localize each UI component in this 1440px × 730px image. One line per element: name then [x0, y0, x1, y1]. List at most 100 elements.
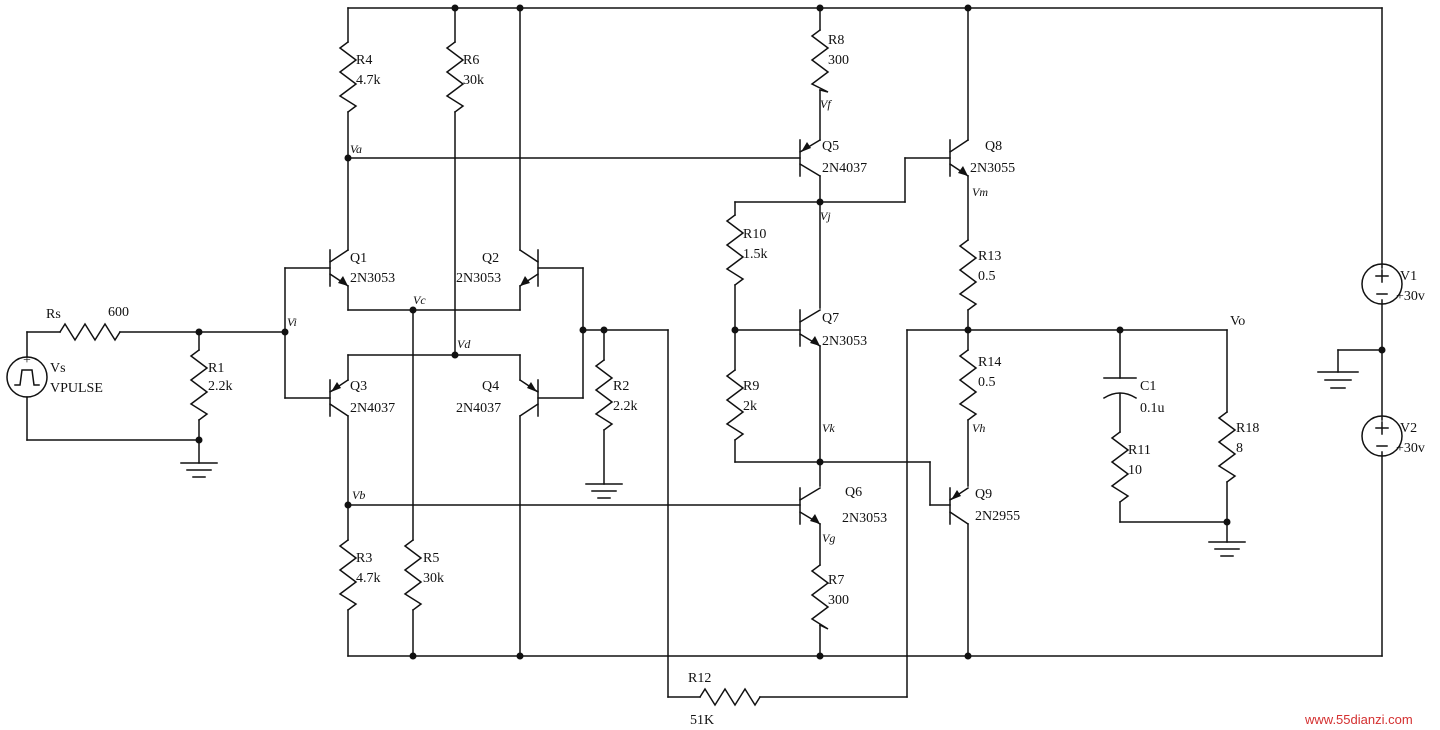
junctions: [195, 4, 1386, 660]
resistor-value: 300: [828, 53, 849, 68]
plus-sign: +: [23, 353, 31, 368]
resistor-r1: R1 2.2k: [189, 348, 233, 422]
node-label-vf: Vf: [820, 97, 832, 111]
dc-source-v2: V2 +30v: [1361, 415, 1425, 457]
transistor-label: Q3: [350, 379, 367, 394]
resistor-rs: Rs 600: [46, 305, 129, 342]
resistor-value: 1.5k: [743, 247, 768, 262]
transistor-q5: Q5 2N4037: [798, 138, 867, 178]
transistor-label: Q6: [845, 485, 862, 500]
resistor-value: 0.5: [978, 269, 996, 284]
transistor-label: Q1: [350, 251, 367, 266]
node-label-vb: Vb: [352, 488, 365, 502]
node-label-vc: Vc: [413, 293, 426, 307]
resistor-r10: R10 1.5k: [725, 213, 768, 287]
resistor-r13: R13 0.5: [958, 238, 1001, 312]
ground-icon: [585, 483, 623, 499]
ground-icon: [1208, 541, 1246, 557]
dc-source-v1: V1 +30v: [1361, 263, 1425, 305]
watermark-text: www.55dianzi.com: [1304, 712, 1413, 727]
resistor-r18: R18 8: [1217, 410, 1259, 484]
resistor-label: R12: [688, 671, 711, 686]
wires: [26, 7, 1383, 698]
transistor-q7: Q7 2N3053: [798, 308, 867, 349]
transistor-part: 2N3055: [970, 161, 1015, 176]
transistor-part: 2N3053: [822, 334, 867, 349]
node-label-vm: Vm: [972, 185, 988, 199]
source-label: Vs: [50, 361, 66, 376]
transistor-q9: Q9 2N2955: [948, 486, 1020, 526]
resistor-value: 0.5: [978, 375, 996, 390]
node-label-vd: Vd: [457, 337, 471, 351]
transistor-label: Q5: [822, 139, 839, 154]
grounds: [180, 371, 1359, 557]
transistor-label: Q2: [482, 251, 499, 266]
resistor-value: 30k: [423, 571, 444, 586]
resistor-value: 51K: [690, 713, 714, 728]
transistor-q4: Q4 2N4037: [456, 378, 540, 418]
resistor-value: 10: [1128, 463, 1142, 478]
ground-icon: [1317, 371, 1359, 389]
transistor-q1: Q1 2N3053: [328, 248, 395, 288]
resistor-value: 300: [828, 593, 849, 608]
source-value: VPULSE: [50, 381, 103, 396]
source-label: V1: [1400, 269, 1417, 284]
ground-icon: [180, 462, 218, 478]
source-value: +30v: [1396, 441, 1425, 456]
transistor-part: 2N4037: [456, 401, 501, 416]
resistor-r4: R4 4.7k: [338, 40, 381, 114]
resistor-r12: R12 51K: [688, 671, 762, 728]
resistor-value: 4.7k: [356, 73, 381, 88]
resistor-value: 8: [1236, 441, 1243, 456]
resistor-label: R11: [1128, 443, 1151, 458]
resistor-label: R14: [978, 355, 1001, 370]
transistor-part: 2N3053: [456, 271, 501, 286]
transistor-part: 2N3053: [842, 511, 887, 526]
resistor-label: R5: [423, 551, 439, 566]
resistor-r6: R6 30k: [445, 40, 484, 114]
resistor-label: R2: [613, 379, 629, 394]
node-label-vi: Vi: [287, 315, 297, 329]
resistor-r3: R3 4.7k: [338, 538, 381, 612]
transistor-q2: Q2 2N3053: [456, 248, 540, 288]
source-label: V2: [1400, 421, 1417, 436]
resistor-value: 2k: [743, 399, 757, 414]
node-label-vo: Vo: [1230, 314, 1245, 329]
resistor-label: R10: [743, 227, 766, 242]
resistor-value: 2.2k: [613, 399, 638, 414]
resistor-label: R18: [1236, 421, 1259, 436]
transistor-label: Q4: [482, 379, 499, 394]
resistor-label: R9: [743, 379, 759, 394]
transistor-q6: Q6 2N3053: [798, 485, 887, 526]
resistor-r9: R9 2k: [725, 368, 759, 442]
node-label-vk: Vk: [822, 421, 835, 435]
resistor-label: R13: [978, 249, 1001, 264]
node-label-vg: Vg: [822, 531, 835, 545]
resistor-label: R6: [463, 53, 479, 68]
resistor-value: 2.2k: [208, 379, 233, 394]
capacitor-value: 0.1u: [1140, 401, 1165, 416]
transistor-part: 2N2955: [975, 509, 1020, 524]
resistor-r11: R11 10: [1110, 430, 1151, 504]
resistors: Rs 600 R1 2.2k R2 2.2k R3 4.7k R4 4.7k: [46, 28, 1259, 728]
transistor-label: Q7: [822, 311, 839, 326]
resistor-label: R4: [356, 53, 372, 68]
resistor-value: 600: [108, 305, 129, 320]
capacitor-label: C1: [1140, 379, 1156, 394]
resistor-label: Rs: [46, 307, 61, 322]
node-labels: Vi Va Vb Vc Vd Vf Vg Vh Vj Vk Vm Vo: [287, 97, 1245, 545]
resistor-value: 30k: [463, 73, 484, 88]
resistor-r14: R14 0.5: [958, 348, 1001, 422]
resistor-label: R3: [356, 551, 372, 566]
transistor-q8: Q8 2N3055: [948, 138, 1015, 178]
transistor-q3: Q3 2N4037: [328, 378, 395, 418]
resistor-r7: R7 300: [810, 563, 849, 630]
resistor-r8: R8 300: [810, 28, 849, 93]
resistor-r5: R5 30k: [403, 538, 444, 612]
node-label-va: Va: [350, 142, 362, 156]
node-label-vh: Vh: [972, 421, 985, 435]
sources: + Vs VPULSE V1 +30v V2 +30v: [6, 263, 1425, 457]
transistor-label: Q8: [985, 139, 1002, 154]
node-label-vj: Vj: [820, 209, 831, 223]
